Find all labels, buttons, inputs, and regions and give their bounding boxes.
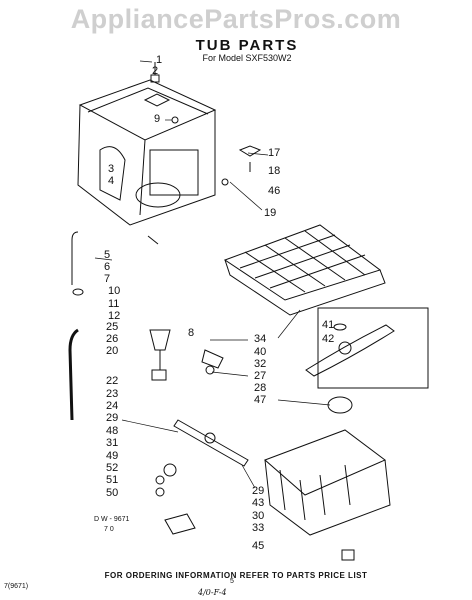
callout-46: 46 [268,185,281,197]
callout-17: 17 [268,147,281,159]
callout-5: 5 [104,249,111,261]
callout-29-left: 29 [106,412,119,424]
drawing-code: D W - 9671 [94,516,130,523]
callout-42: 42 [322,333,335,345]
callout-9: 9 [154,113,161,125]
callout-48: 48 [106,425,119,437]
callout-12: 12 [108,310,121,322]
callout-51: 51 [106,474,119,486]
callout-52: 52 [106,462,119,474]
callout-4: 4 [108,175,115,187]
callout-6: 6 [104,261,111,273]
callout-1: 1 [156,54,163,66]
callout-22: 22 [106,375,119,387]
callout-41: 41 [322,319,335,331]
tub-assembly [71,62,262,296]
callout-28: 28 [254,382,267,394]
callout-19: 19 [264,207,277,219]
callout-30: 30 [252,510,265,522]
callout-18: 18 [268,165,281,177]
callout-45: 45 [252,540,265,552]
diagram-title: TUB PARTS [195,37,299,54]
callout-2: 2 [152,65,159,77]
watermark: AppliancePartsPros.com [70,4,402,34]
spray-arm-inset [305,307,429,389]
callout-27: 27 [254,370,267,382]
upper-rack [223,224,386,316]
callout-24: 24 [106,400,119,412]
callout-49: 49 [106,450,119,462]
leader-lines [94,60,331,489]
callout-25: 25 [106,321,119,333]
callout-26: 26 [106,333,119,345]
callout-11: 11 [108,298,120,310]
drawing-code-small: 7 0 [104,526,114,533]
callout-10: 10 [108,285,121,297]
callout-33: 33 [252,522,265,534]
callout-47: 47 [254,394,267,406]
left-code: 7(9671) [4,583,29,590]
callout-8: 8 [188,327,195,339]
callout-20: 20 [106,345,119,357]
pump-assembly [68,328,353,535]
lower-rack [264,429,391,561]
callout-40: 40 [254,346,267,358]
callout-7: 7 [104,273,111,285]
callout-29-right: 29 [252,485,265,497]
diagram-subtitle: For Model SXF530W2 [202,53,292,63]
callout-34: 34 [254,333,267,345]
callout-50: 50 [106,487,119,499]
page-mark: 5 [230,578,234,585]
callout-3: 3 [108,163,115,175]
callout-32: 32 [254,358,267,370]
footer-note: FOR ORDERING INFORMATION REFER TO PARTS … [104,571,368,580]
callout-23: 23 [106,388,119,400]
handwritten-note: 4/0-F-4 [198,588,227,597]
callout-31: 31 [106,437,119,449]
callout-43: 43 [252,497,265,509]
